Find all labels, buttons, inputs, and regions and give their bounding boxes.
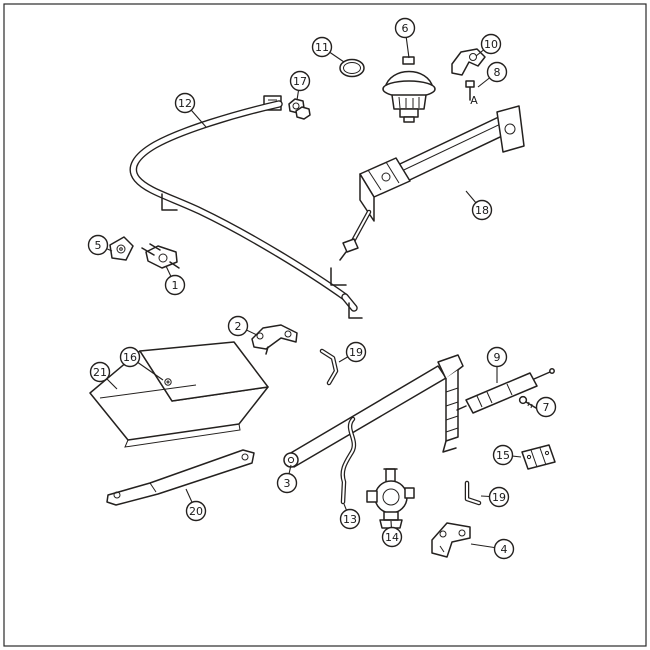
callout-label: 19	[349, 346, 363, 359]
diagram-border	[3, 3, 647, 647]
part-burner-bracket	[283, 354, 464, 468]
callout-3: 3	[276, 464, 298, 494]
part-small-screw	[518, 395, 537, 409]
part-manifold-pipe	[129, 95, 363, 319]
part-mounting-bracket	[431, 522, 471, 558]
callout-19: 19	[480, 486, 510, 508]
callout-12: 12	[174, 92, 207, 128]
part-terminal-block	[521, 444, 556, 470]
callout-13: 13	[339, 503, 361, 530]
annotation-A: A	[470, 94, 478, 107]
callout-label: 6	[402, 22, 409, 35]
annotations-layer: A	[470, 94, 478, 107]
callout-8: 8	[477, 61, 508, 88]
callout-label: 4	[501, 543, 508, 556]
part-lever-fitting	[141, 243, 180, 269]
part-pin	[465, 80, 475, 101]
callout-17: 17	[289, 70, 311, 101]
callout-label: 14	[385, 531, 399, 544]
callout-21: 21	[89, 361, 118, 390]
part-support-bracket-assembly	[339, 105, 525, 261]
callout-6: 6	[394, 17, 416, 59]
callout-label: 19	[492, 491, 506, 504]
callout-20: 20	[185, 488, 207, 522]
callout-label: 1	[172, 279, 179, 292]
callout-label: 12	[178, 97, 192, 110]
callout-18: 18	[465, 190, 493, 221]
callout-label: 20	[189, 505, 203, 518]
part-support-strip	[106, 449, 255, 506]
callout-label: 15	[496, 449, 510, 462]
callout-label: 18	[475, 204, 489, 217]
callout-label: 13	[343, 513, 357, 526]
callout-16: 16	[119, 346, 164, 381]
callout-label: 16	[123, 351, 137, 364]
callout-7: 7	[535, 396, 557, 418]
part-regulator	[382, 56, 436, 123]
callout-label: 2	[235, 320, 242, 333]
callout-5: 5	[87, 234, 113, 256]
callout-label: 9	[494, 351, 501, 364]
callout-11: 11	[311, 36, 345, 63]
part-nut-clip	[288, 98, 311, 120]
part-plate-bracket	[109, 236, 134, 261]
part-s-tube	[340, 416, 357, 505]
callout-9: 9	[486, 346, 508, 383]
callout-label: 3	[284, 477, 291, 490]
part-oring	[339, 58, 365, 78]
part-offset-bracket	[251, 324, 298, 355]
callout-label: 8	[494, 66, 501, 79]
callout-2: 2	[227, 315, 258, 337]
part-bent-tube-upper	[319, 348, 339, 386]
callout-15: 15	[492, 444, 522, 466]
callout-label: 11	[315, 41, 329, 54]
callout-19: 19	[338, 341, 367, 363]
callout-1: 1	[164, 265, 186, 296]
callout-label: 21	[93, 366, 107, 379]
callout-14: 14	[381, 520, 403, 548]
parts-artwork	[89, 48, 556, 558]
callout-10: 10	[475, 33, 502, 57]
part-burner-box-panels	[89, 341, 269, 448]
part-bent-tube-lower	[464, 480, 482, 506]
part-igniter	[456, 368, 555, 414]
callout-label: 7	[543, 401, 550, 414]
callout-label: 5	[95, 239, 102, 252]
part-gas-valve	[366, 468, 415, 529]
callout-label: 17	[293, 75, 307, 88]
callout-label: 10	[484, 38, 498, 51]
callout-4: 4	[470, 538, 515, 560]
